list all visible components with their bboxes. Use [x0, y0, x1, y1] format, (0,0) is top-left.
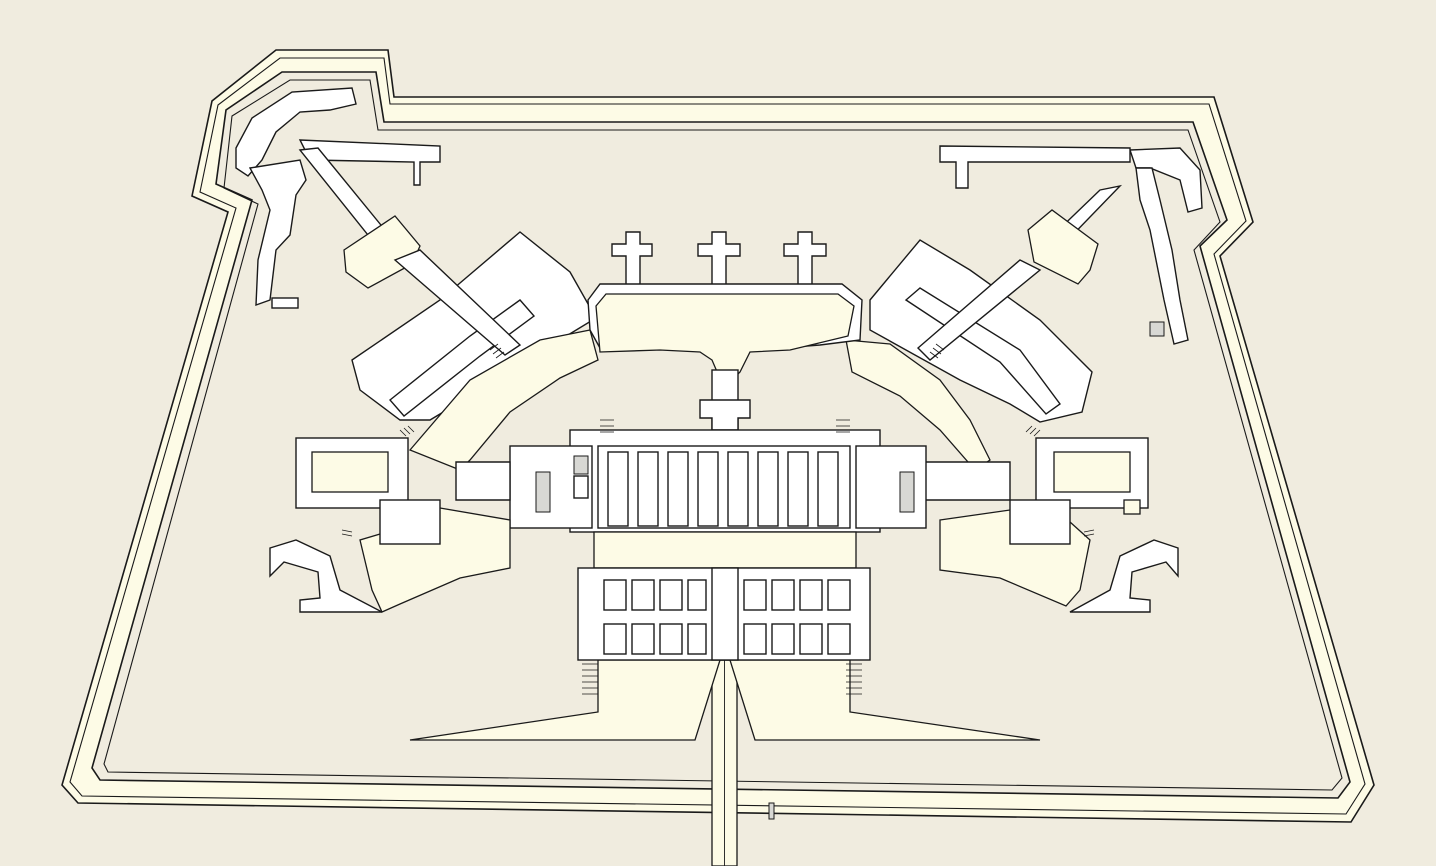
- nw-wing-diagonal[interactable]: [393, 249, 522, 356]
- south-cell-e4[interactable]: [827, 579, 851, 611]
- central-cell-row: [607, 451, 839, 527]
- se-crescent-wing[interactable]: [1069, 539, 1179, 613]
- stair-chapel-right[interactable]: [836, 419, 850, 433]
- east-pavilion-annex[interactable]: [1009, 499, 1071, 545]
- central-cell-5[interactable]: [727, 451, 749, 527]
- south-spine[interactable]: [711, 567, 739, 661]
- east-pavilion-inner[interactable]: [1053, 451, 1131, 493]
- ne-corridor-east[interactable]: [1135, 167, 1189, 345]
- south-cell-e2[interactable]: [771, 579, 795, 611]
- stair-se[interactable]: [1083, 529, 1095, 537]
- west-pavilion-annex[interactable]: [379, 499, 441, 545]
- outer-perimeter-wall: [61, 49, 1375, 823]
- nw-stub[interactable]: [271, 297, 299, 309]
- south-cell-w2[interactable]: [631, 579, 655, 611]
- south-cell-e8[interactable]: [827, 623, 851, 655]
- shaded-annex-ne: [899, 471, 915, 513]
- south-cell-e3[interactable]: [799, 579, 823, 611]
- south-cell-w7[interactable]: [659, 623, 683, 655]
- south-cell-e1[interactable]: [743, 579, 767, 611]
- stair-w[interactable]: [399, 425, 415, 437]
- central-cell-4[interactable]: [697, 451, 719, 527]
- south-cell-e6[interactable]: [771, 623, 795, 655]
- stair-nw[interactable]: [489, 343, 505, 359]
- top-cross-left[interactable]: [611, 231, 653, 293]
- central-cell-2[interactable]: [637, 451, 659, 527]
- central-hall[interactable]: [597, 445, 851, 529]
- south-cell-w8[interactable]: [687, 623, 707, 655]
- south-cell-w6[interactable]: [631, 623, 655, 655]
- ne-wing-diagonal[interactable]: [916, 259, 1042, 361]
- inner-courtyard-line: [103, 79, 1343, 791]
- central-yard-band[interactable]: [593, 531, 857, 569]
- top-cross-center[interactable]: [697, 231, 741, 293]
- central-cell-7[interactable]: [787, 451, 809, 527]
- central-cell-6[interactable]: [757, 451, 779, 527]
- central-cell-1[interactable]: [607, 451, 629, 527]
- ne-wing-corridor[interactable]: [904, 287, 1061, 415]
- nw-corner-tower[interactable]: [235, 87, 357, 177]
- south-cell-grid-west: [603, 579, 707, 655]
- stair-chapel-left[interactable]: [600, 419, 614, 433]
- east-side-rooms[interactable]: [855, 445, 927, 529]
- south-cell-w1[interactable]: [603, 579, 627, 611]
- south-cell-e5[interactable]: [743, 623, 767, 655]
- stair-south-left[interactable]: [582, 663, 598, 695]
- south-cell-w5[interactable]: [603, 623, 627, 655]
- south-cell-grid-east: [743, 579, 851, 655]
- shaded-annex-nw: [535, 471, 551, 513]
- top-cross-right[interactable]: [783, 231, 827, 293]
- south-cell-e7[interactable]: [799, 623, 823, 655]
- shaded-post-se: [1123, 499, 1141, 515]
- west-side-corridor[interactable]: [455, 461, 511, 501]
- sw-crescent-wing[interactable]: [269, 539, 383, 613]
- entrance-marker: [768, 802, 775, 820]
- stair-hatches: [341, 343, 1095, 695]
- west-pavilion-inner[interactable]: [311, 451, 389, 493]
- chapel-spine-cross[interactable]: [699, 399, 751, 431]
- chapel-hall-interior[interactable]: [595, 293, 855, 375]
- stair-south-right[interactable]: [846, 663, 862, 695]
- nw-corridor-north[interactable]: [298, 139, 441, 186]
- south-cell-w3[interactable]: [659, 579, 683, 611]
- stair-sw[interactable]: [341, 529, 353, 537]
- west-side-room-b[interactable]: [573, 475, 589, 499]
- nw-corridor-west[interactable]: [248, 159, 307, 307]
- south-cell-w4[interactable]: [687, 579, 707, 611]
- nw-guard-post[interactable]: [343, 215, 421, 289]
- ne-guard-post[interactable]: [1027, 209, 1099, 285]
- stair-ne[interactable]: [929, 343, 945, 359]
- stair-e[interactable]: [1025, 425, 1041, 437]
- central-cell-3[interactable]: [667, 451, 689, 527]
- central-cell-8[interactable]: [817, 451, 839, 527]
- ne-corridor-north[interactable]: [939, 145, 1131, 189]
- shaded-corner-ne: [1149, 321, 1165, 337]
- outer-wall-inner-line: [69, 57, 1366, 815]
- west-side-room-a[interactable]: [573, 455, 589, 475]
